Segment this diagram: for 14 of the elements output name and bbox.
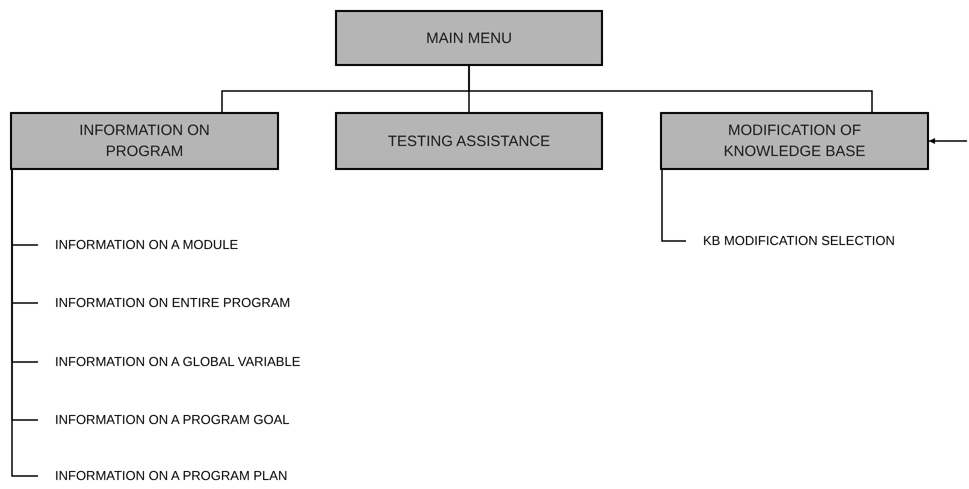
menu-item: INFORMATION ON ENTIRE PROGRAM bbox=[38, 293, 358, 313]
menu-item: INFORMATION ON A PROGRAM GOAL bbox=[38, 410, 358, 430]
menu-item: INFORMATION ON A PROGRAM PLAN bbox=[38, 466, 358, 486]
connector-line bbox=[11, 170, 38, 477]
menu-item: KB MODIFICATION SELECTION bbox=[686, 231, 956, 251]
menu-box: MODIFICATION OF KNOWLEDGE BASE bbox=[660, 112, 929, 170]
menu-box: MAIN MENU bbox=[335, 10, 603, 66]
menu-item: INFORMATION ON A MODULE bbox=[38, 235, 338, 255]
connector-line bbox=[468, 66, 873, 112]
connector-line bbox=[661, 170, 686, 242]
arrow bbox=[929, 138, 967, 144]
menu-box: INFORMATION ON PROGRAM bbox=[10, 112, 279, 170]
menu-item: INFORMATION ON A GLOBAL VARIABLE bbox=[38, 352, 368, 372]
menu-box: TESTING ASSISTANCE bbox=[335, 112, 603, 170]
